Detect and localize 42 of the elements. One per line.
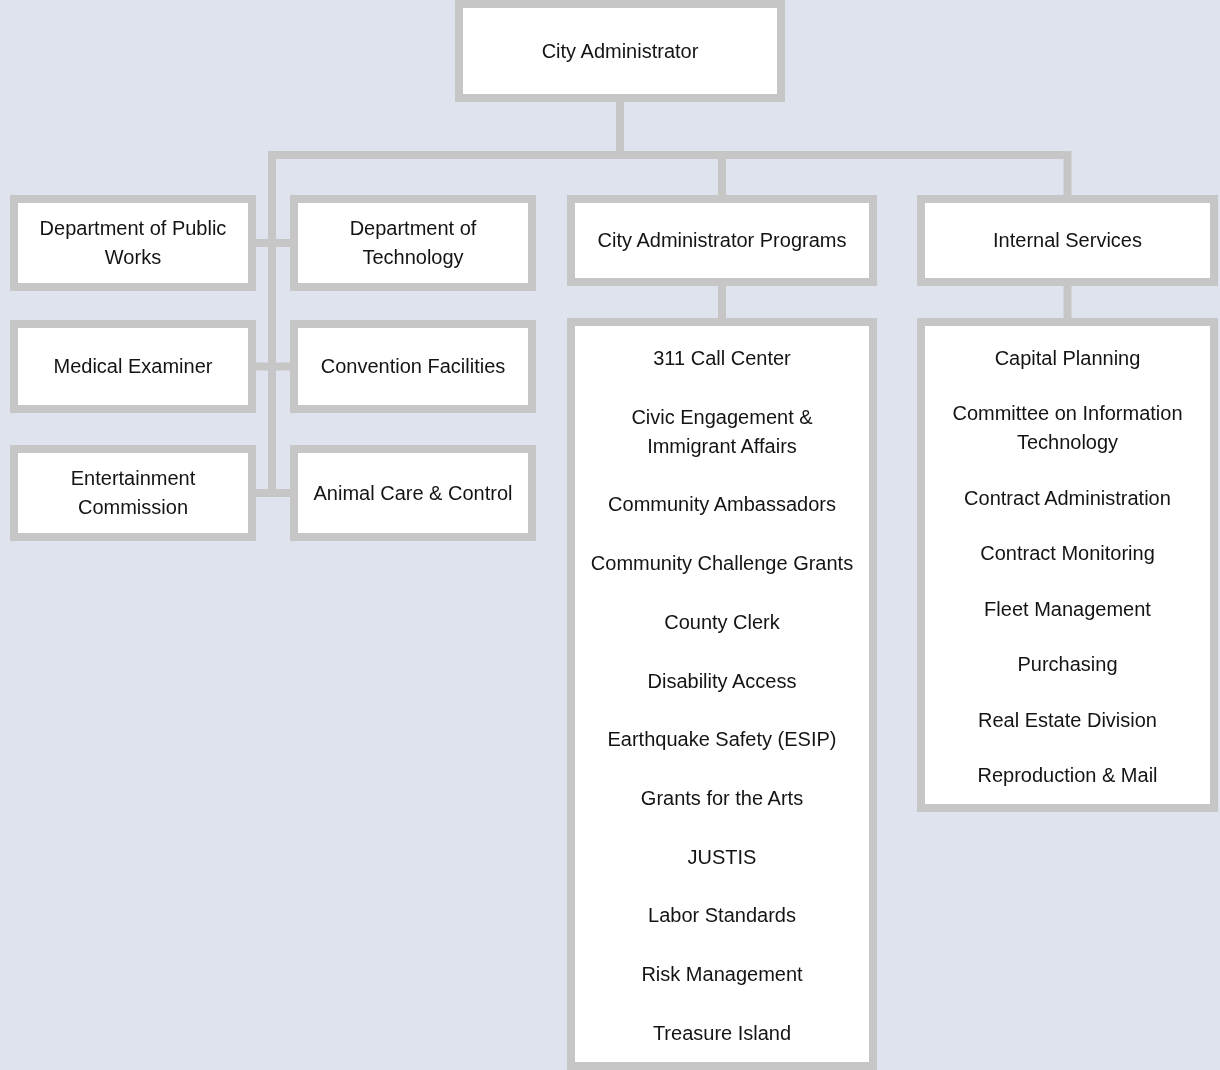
list-box <box>567 318 877 1070</box>
list-item: County Clerk <box>664 609 780 635</box>
unit-name: Convention Facilities <box>320 354 506 379</box>
org-box <box>290 445 536 541</box>
list-item: Fleet Management <box>984 596 1151 622</box>
list-item: Purchasing <box>1017 652 1118 678</box>
list-item: 311 Call Center <box>653 346 791 371</box>
list-item: Community Challenge Grants <box>590 551 854 577</box>
org-box <box>290 320 536 413</box>
unit-name: City Administrator Programs <box>597 228 847 253</box>
list-item: Earthquake Safety (ESIP) <box>607 727 837 753</box>
unit-name: Medical Examiner <box>53 354 213 379</box>
list-item: Treasure Island <box>652 1020 792 1046</box>
list-item: Contract Monitoring <box>980 541 1155 567</box>
unit-name: Department of Technology <box>348 216 478 270</box>
org-box <box>10 195 256 291</box>
unit-name: Internal Services <box>993 228 1142 253</box>
list-item: Capital Planning <box>994 346 1141 371</box>
list-item: Community Ambassadors <box>608 492 836 518</box>
unit-name: Department of Public Works <box>38 216 228 270</box>
list-item: Real Estate Division <box>978 707 1157 733</box>
list-item: Labor Standards <box>648 903 796 929</box>
connector-line <box>718 286 726 318</box>
org-box <box>10 320 256 413</box>
list-item: Reproduction & Mail <box>977 762 1158 788</box>
list-box <box>917 318 1218 812</box>
org-box <box>567 195 877 286</box>
org-box <box>455 0 785 102</box>
unit-name: Entertainment Commission <box>69 466 197 520</box>
list-item: Risk Management <box>641 962 803 988</box>
list-item: JUSTIS <box>687 844 757 870</box>
org-box <box>290 195 536 291</box>
list-item: Grants for the Arts <box>640 786 804 812</box>
list-item: Disability Access <box>647 668 797 694</box>
unit-name: City Administrator <box>541 38 699 64</box>
org-box <box>10 445 256 541</box>
list-item: Civic Engagement & Immigrant Affairs <box>630 404 814 459</box>
list-item: Contract Administration <box>964 485 1171 511</box>
list-item: Committee on Information Technology <box>951 401 1184 456</box>
unit-name: Animal Care & Control <box>313 480 513 506</box>
org-box <box>917 195 1218 286</box>
connector-line <box>1063 286 1072 318</box>
